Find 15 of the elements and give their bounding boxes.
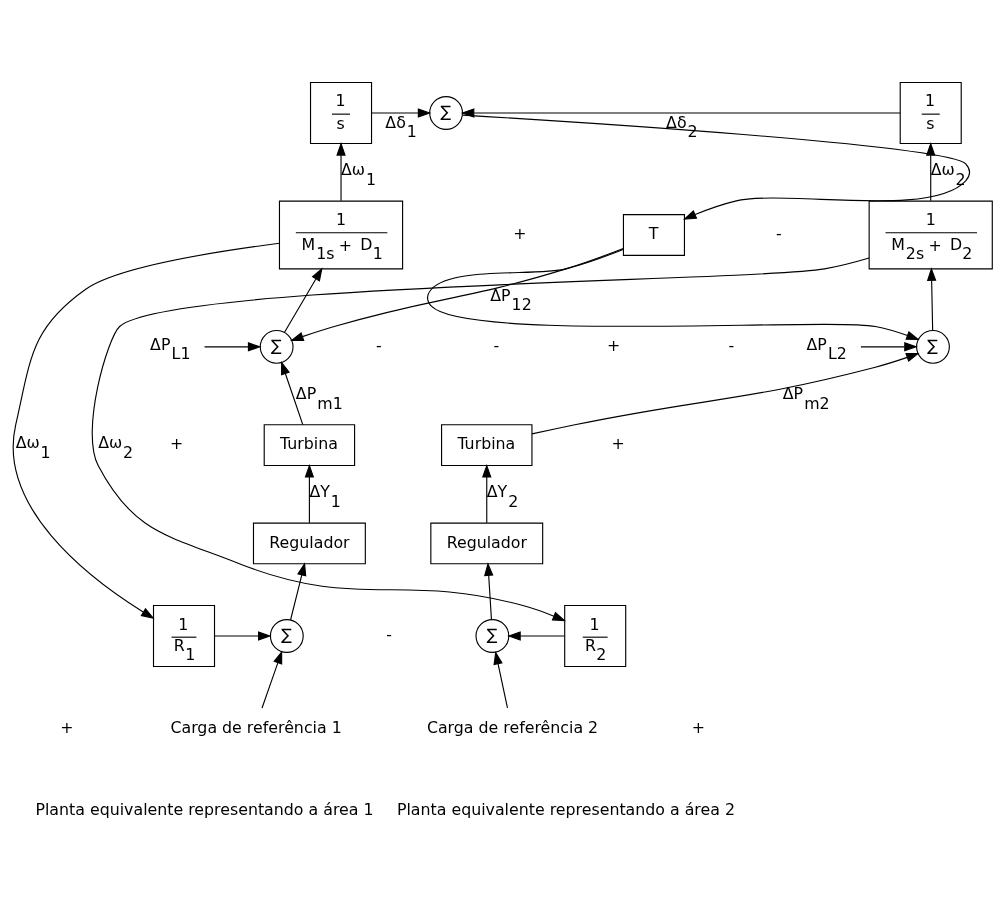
node-text: Carga de referência 1 <box>170 717 342 737</box>
label: + <box>691 717 706 737</box>
label: - <box>386 625 392 645</box>
label: + <box>513 224 527 244</box>
node-text: Carga de referência 2 <box>426 717 599 737</box>
label: - <box>775 224 782 244</box>
label: - <box>728 336 735 356</box>
label: + <box>60 717 74 737</box>
label: Planta equivalente representando a área 1 <box>35 800 374 820</box>
label: + <box>607 336 621 356</box>
label: + <box>169 434 184 454</box>
label: - <box>376 336 382 356</box>
label: + <box>611 434 625 454</box>
label: - <box>493 336 500 356</box>
label: Planta equivalente representando a área 2 <box>396 800 736 820</box>
